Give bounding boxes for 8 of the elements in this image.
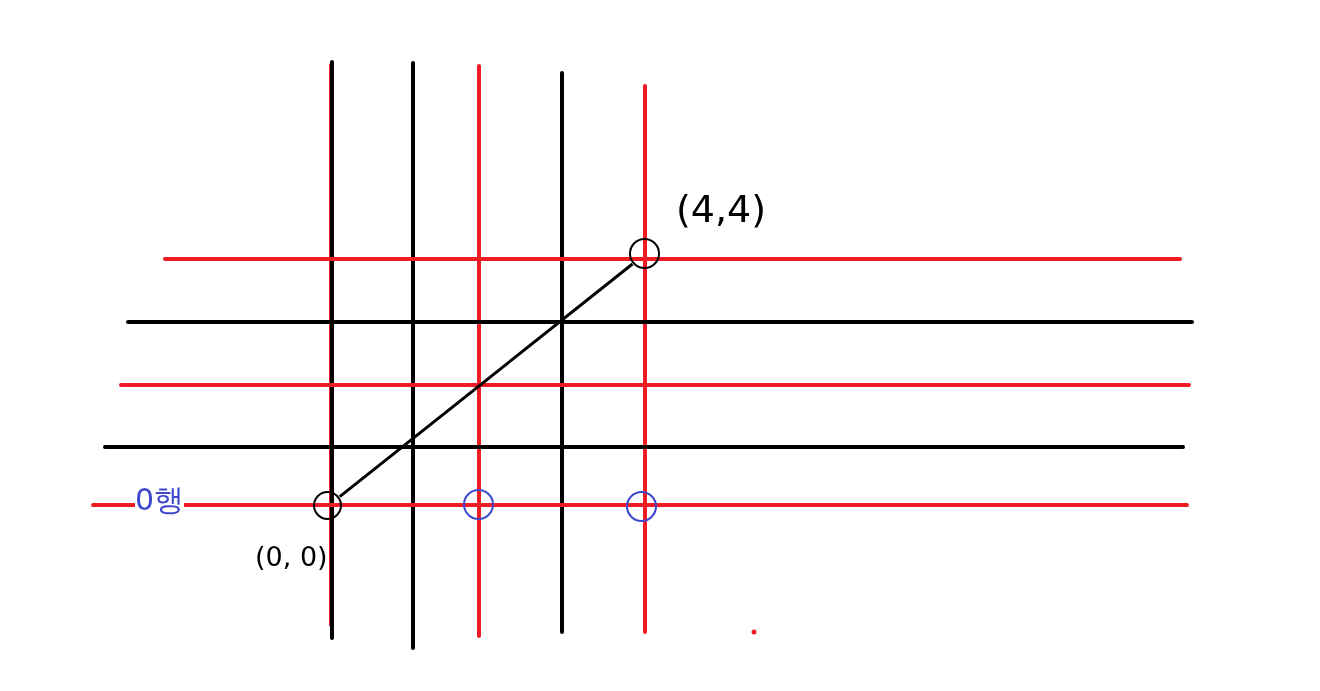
row-label: 0행: [135, 485, 185, 515]
coordinate-label: (4,4): [676, 190, 767, 228]
point-marker: [313, 491, 342, 520]
connecting-line: [338, 262, 634, 498]
coordinate-label: (0, 0): [255, 543, 328, 570]
point-marker: [629, 238, 660, 269]
grid-point-marker: [626, 491, 657, 522]
grid-point-marker: [463, 489, 494, 520]
